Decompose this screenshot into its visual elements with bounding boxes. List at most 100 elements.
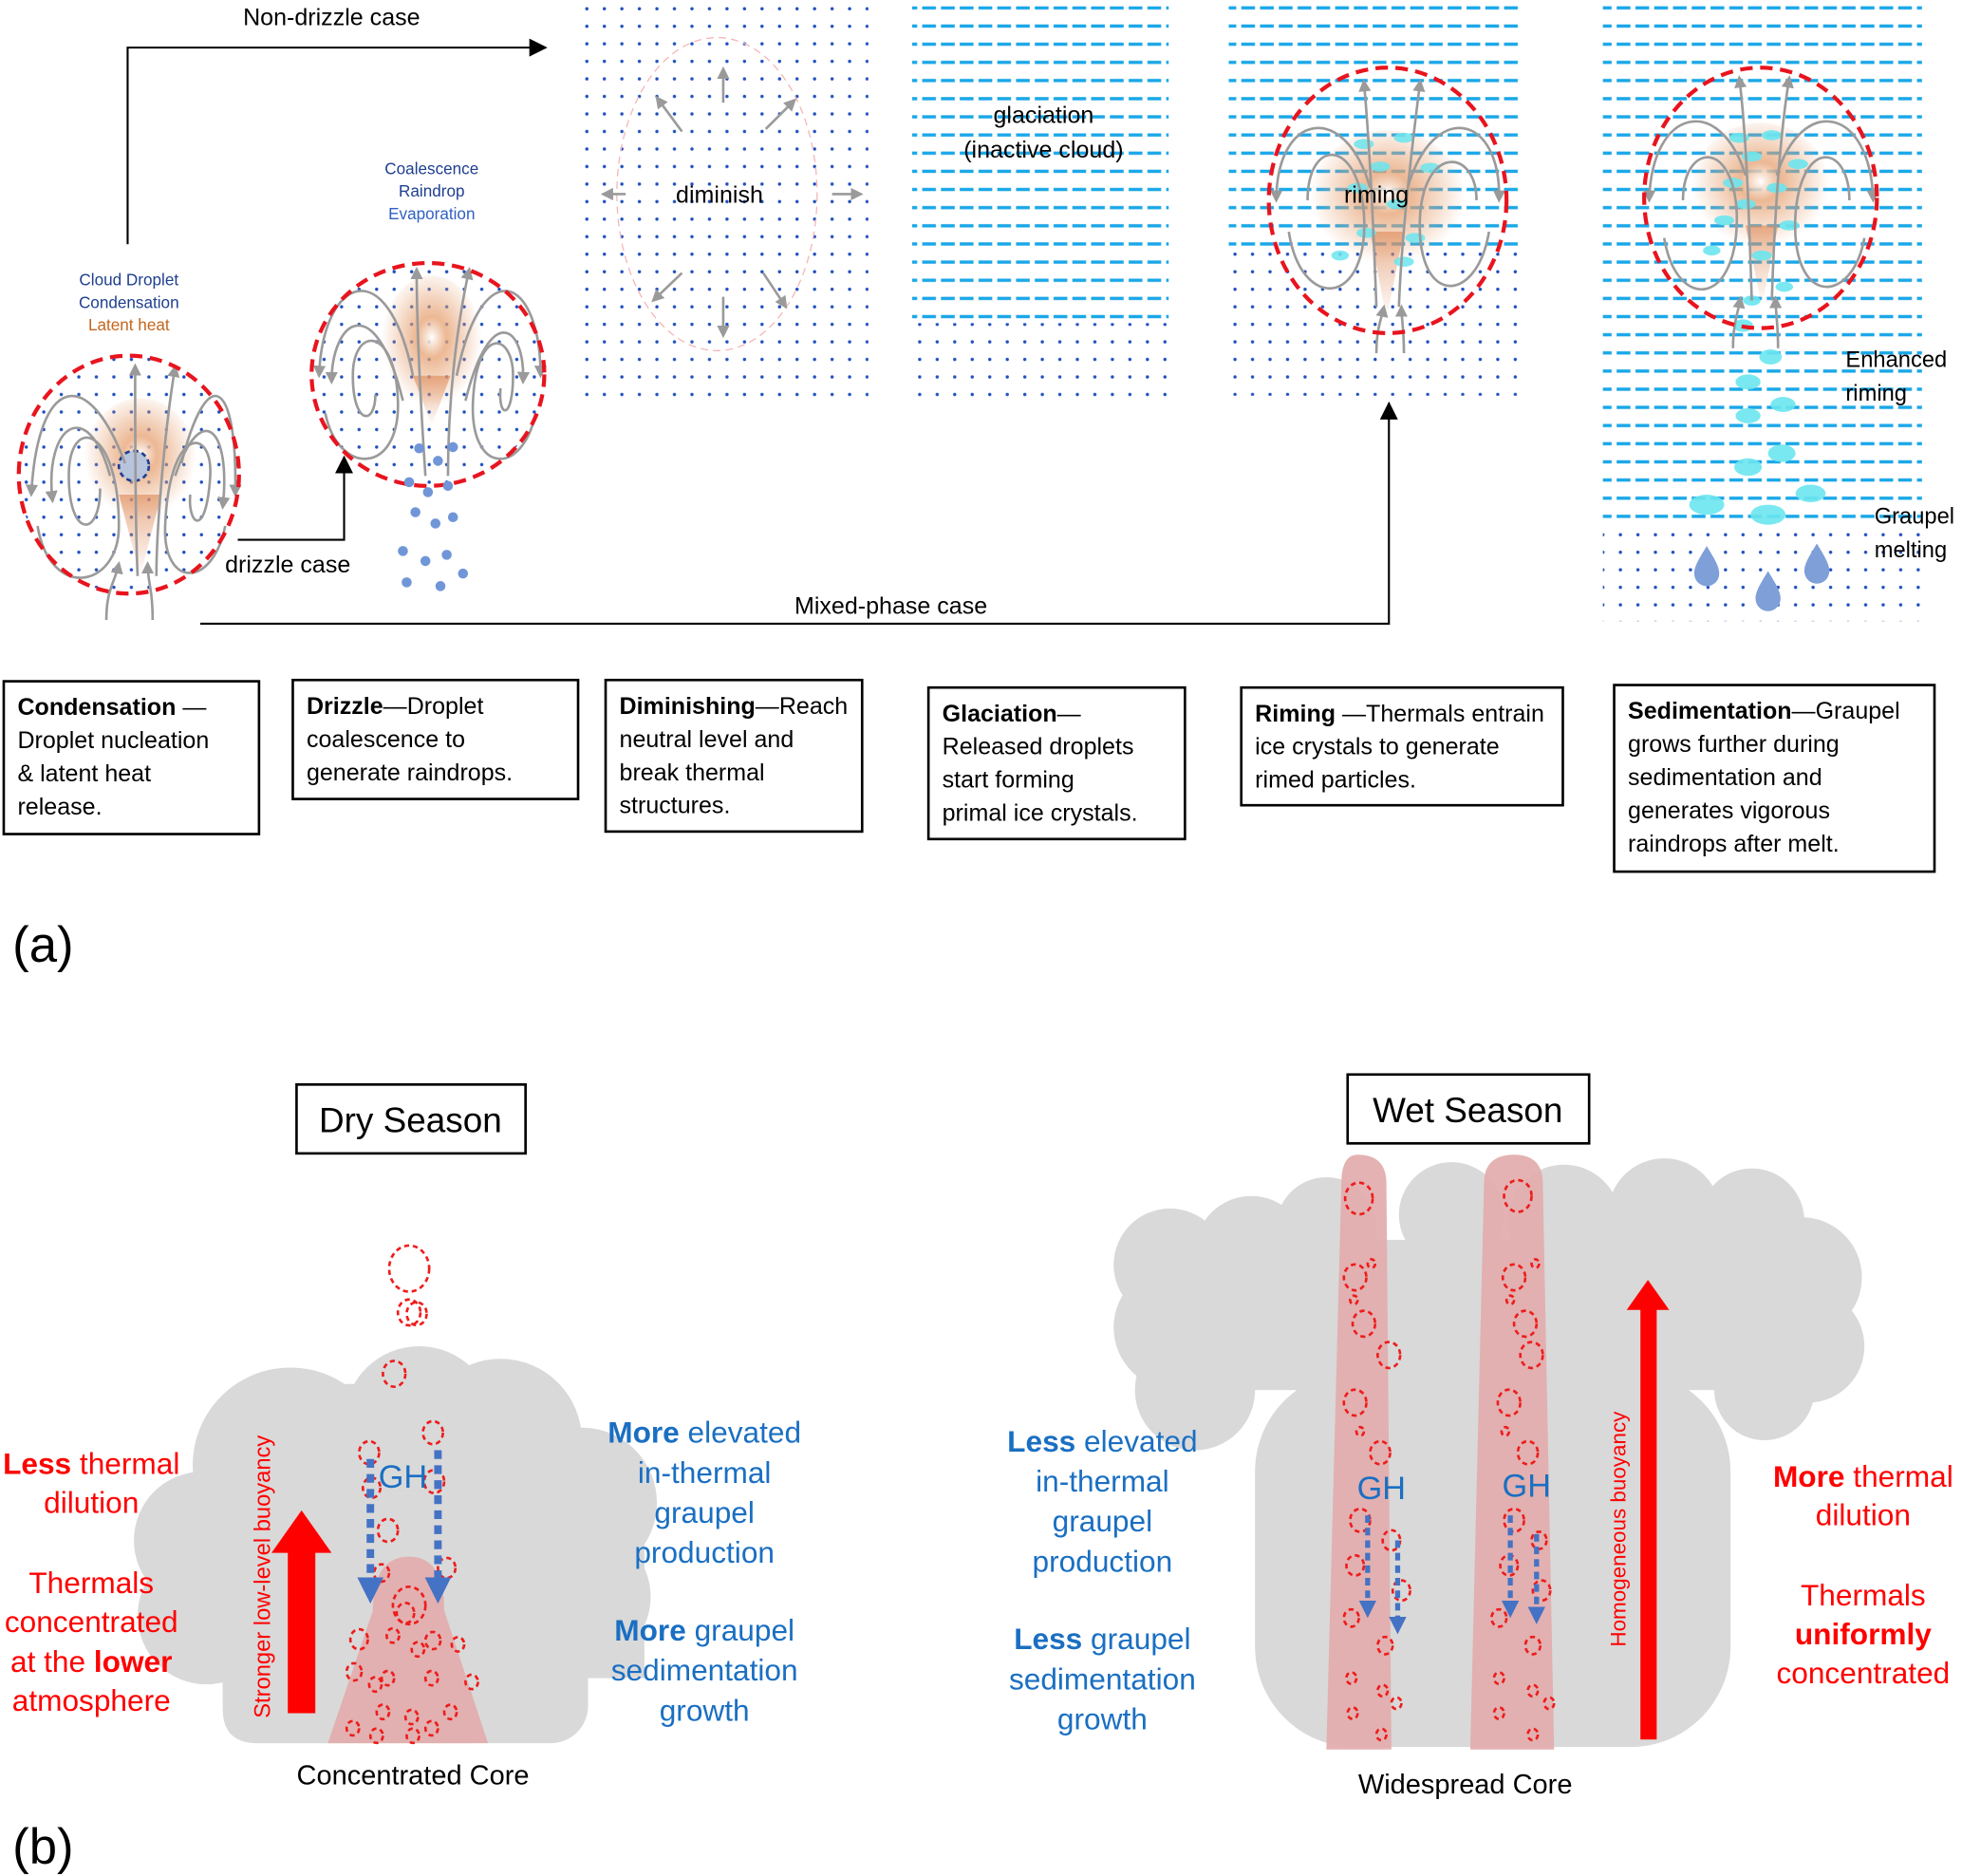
svg-text:Less elevated: Less elevated: [1007, 1424, 1197, 1458]
thermal-bubble: [1374, 1727, 1388, 1742]
panel-b-label: (b): [12, 1819, 73, 1875]
svg-text:sedimentation: sedimentation: [611, 1653, 798, 1687]
box-border: [926, 685, 1187, 841]
thermal-bubble: [464, 1673, 479, 1691]
thermal-bubble: [1503, 1507, 1525, 1533]
thermal-bubble: [1343, 1181, 1374, 1216]
svg-text:dilution: dilution: [44, 1485, 139, 1519]
thermal-bubble: [385, 1626, 401, 1644]
stage-sedimentation: Enhanced riming Graupel melting: [1602, 0, 1954, 622]
svg-text:More thermal: More thermal: [1773, 1459, 1953, 1493]
thermal-bubble: [387, 1244, 431, 1293]
svg-text:production: production: [1033, 1544, 1173, 1578]
thermal-bubble: [405, 1301, 428, 1327]
thermal-bubble: [1369, 1439, 1392, 1466]
thermal-bubble: [358, 1439, 381, 1466]
stage-box-riming: Riming —Thermals entrain ice crystals to …: [1240, 685, 1564, 807]
box-border: [604, 678, 864, 834]
thermal-bubble: [1391, 1579, 1411, 1603]
box-title: Drizzle—Droplet: [307, 693, 484, 720]
svg-text:sedimentation: sedimentation: [1009, 1661, 1196, 1696]
box-text-line: generates vigorous: [1628, 797, 1830, 824]
wet-season-title-box: [1346, 1073, 1591, 1145]
thermal-bubble: [1504, 1294, 1516, 1306]
concentrated-core-label: Concentrated Core: [297, 1761, 530, 1792]
cloud-droplet-label: Cloud Droplet: [79, 271, 178, 290]
buoyancy-label: Stronger low-level buoyancy: [252, 1435, 276, 1718]
box-title: Diminishing—Reach: [620, 693, 849, 720]
box-border: [1613, 684, 1936, 873]
evaporation-label: Evaporation: [388, 204, 475, 223]
panel-a: Non-drizzle case drizzle case Mixed-phas…: [2, 0, 1954, 973]
thermal-bubble: [1530, 1258, 1541, 1269]
stage-drizzle: Coalescence Raindrop Evaporation: [309, 159, 548, 591]
box-title: Riming —Thermals entrain: [1255, 701, 1544, 727]
thermal-bubble: [1512, 1309, 1539, 1339]
svg-text:More elevated: More elevated: [607, 1416, 801, 1450]
thermal-bubble: [396, 1298, 422, 1327]
thermal-bubble: [1342, 1263, 1368, 1292]
svg-text:Thermals: Thermals: [1801, 1578, 1926, 1612]
box-text-line: ice crystals to generate: [1255, 734, 1499, 760]
wet-right-notes: More thermal dilution Thermals uniformly…: [1773, 1459, 1953, 1690]
wet-season-diagram: Wet Season GH GH: [1007, 1073, 1953, 1800]
non-drizzle-label: Non-drizzle case: [243, 4, 420, 30]
thermal-bubble: [1519, 1341, 1544, 1370]
box-text-line: primal ice crystals.: [943, 800, 1138, 827]
box-text-line: rimed particles.: [1255, 767, 1416, 794]
panel-a-label: (a): [12, 917, 73, 973]
thermal-bubble: [1355, 1425, 1366, 1437]
thermal-bubble: [1376, 1341, 1402, 1370]
thermal-bubble: [442, 1703, 458, 1721]
svg-text:in-thermal: in-thermal: [638, 1455, 772, 1490]
wet-left-notes: Less elevated in-thermal graupel product…: [1007, 1424, 1197, 1736]
thermal-bubble: [1376, 1683, 1390, 1698]
thermal-bubble: [1500, 1425, 1511, 1437]
thermal-bubble: [410, 1641, 426, 1659]
box-border: [2, 680, 261, 835]
thermal-bubble: [1349, 1294, 1359, 1306]
raindrops: [398, 441, 469, 591]
thermal-bubble: [367, 1676, 383, 1694]
thermal-bubble: [1503, 1178, 1533, 1213]
thermal-bubble: [1345, 1671, 1358, 1685]
mixed-phase-arrow: [199, 401, 1398, 625]
graupel-melting-label-1: Graupel: [1875, 504, 1954, 529]
box-text-line: structures.: [620, 793, 731, 819]
svg-text:growth: growth: [660, 1693, 750, 1727]
svg-text:growth: growth: [1057, 1702, 1148, 1736]
thermal-bubble: [1366, 1258, 1377, 1269]
buoyancy-arrow-icon: [271, 1510, 332, 1714]
dry-season-title-box: [295, 1083, 527, 1155]
raindrop-label: Raindrop: [399, 181, 464, 200]
thermal-bubble: [1376, 1635, 1394, 1656]
thermal-bubble: [1542, 1696, 1556, 1711]
inactive-cloud-label: (inactive cloud): [963, 137, 1123, 163]
svg-text:More graupel: More graupel: [614, 1613, 794, 1647]
thermal-bubble: [382, 1360, 407, 1389]
thermal-bubble: [391, 1585, 427, 1626]
buoyancy-arrow-icon: [1626, 1280, 1670, 1740]
stage-glaciation: glaciation (inactive cloud): [911, 6, 1169, 403]
thermal-bubble: [1351, 1309, 1377, 1339]
graupel-melting-label-2: melting: [1875, 538, 1947, 563]
thermal-bubble: [405, 1727, 420, 1745]
streamlines: [1643, 75, 1879, 348]
box-title: Sedimentation—Graupel: [1628, 698, 1900, 724]
box-text-line: break thermal: [620, 760, 765, 786]
box-border: [291, 678, 580, 800]
stage-diminish: diminish: [578, 0, 869, 403]
thermal-bubble: [375, 1703, 391, 1721]
dispersal-arrows: [600, 66, 864, 339]
box-title: Glaciation—: [943, 701, 1082, 727]
box-border: [1240, 685, 1564, 807]
box-text-line: Released droplets: [943, 734, 1134, 760]
thermal-outline: [16, 353, 241, 596]
thermal-bubble: [1345, 1553, 1366, 1577]
thermal-bubble: [368, 1727, 384, 1745]
svg-text:concentrated: concentrated: [1776, 1656, 1950, 1690]
thermal-bubble: [1342, 1388, 1368, 1417]
svg-text:production: production: [634, 1535, 775, 1569]
